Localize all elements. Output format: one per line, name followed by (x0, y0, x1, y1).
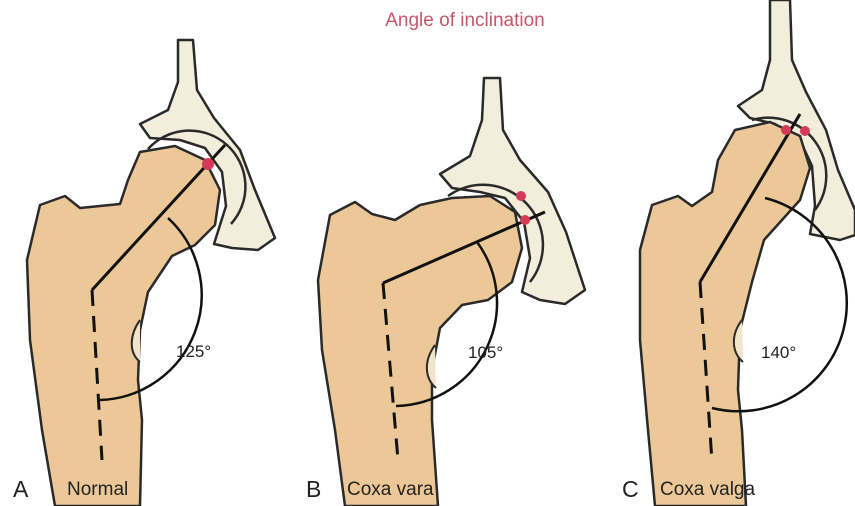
panel-a-normal (27, 40, 275, 506)
panel-b-coxa-vara (318, 78, 585, 506)
panel-a-femur (27, 146, 220, 506)
panel-b-angle-label: 105° (468, 343, 503, 363)
panel-b-marker-lower (520, 215, 530, 225)
panel-a-caption: Normal (67, 479, 128, 501)
panel-a-marker (202, 158, 214, 170)
panel-c-marker-right (800, 126, 810, 136)
panel-c-coxa-valga (640, 0, 855, 506)
diagram-title: Angle of inclination (0, 10, 855, 32)
panel-c-angle-label: 140° (761, 343, 796, 363)
panel-b-letter: B (306, 476, 321, 503)
panel-c-letter: C (622, 476, 639, 503)
panel-b-caption: Coxa vara (347, 479, 434, 501)
panel-a-angle-label: 125° (176, 342, 211, 362)
panel-c-marker-left (781, 125, 791, 135)
panel-c-caption: Coxa valga (660, 479, 755, 501)
panel-a-letter: A (13, 476, 28, 503)
panel-b-marker-upper (516, 191, 526, 201)
panel-c-femur (640, 122, 810, 506)
